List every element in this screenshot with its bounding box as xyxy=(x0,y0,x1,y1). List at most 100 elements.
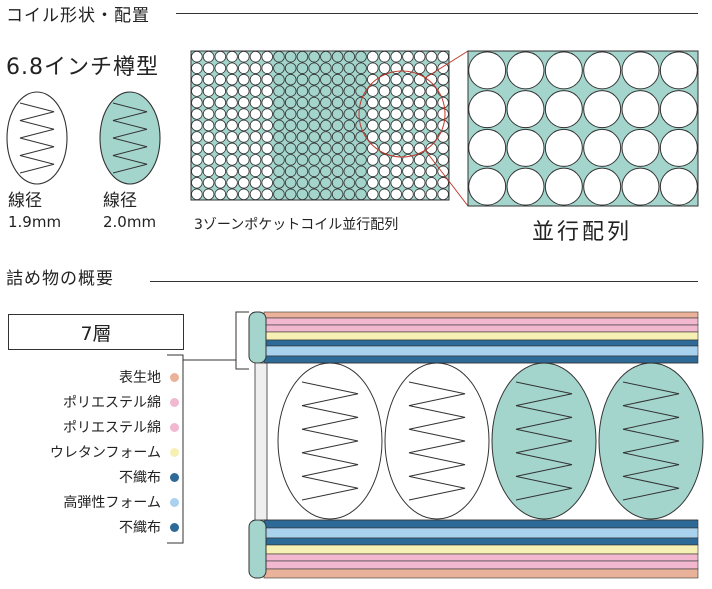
filling-section-title: 詰め物の概要 xyxy=(6,269,114,289)
pocket-coil xyxy=(238,62,250,74)
pocket-coil xyxy=(261,142,273,155)
mattress-cross-section xyxy=(167,311,704,579)
pocket-coil xyxy=(413,73,426,86)
pocket-coil xyxy=(296,188,309,200)
pocket-coil xyxy=(367,96,379,109)
pocket-coil xyxy=(191,131,203,143)
zoom-background xyxy=(468,51,698,206)
legend-label: 不織布 xyxy=(119,520,161,536)
pocket-coil xyxy=(296,177,309,189)
pocket-coil xyxy=(367,131,379,143)
pocket-coil xyxy=(425,188,438,200)
pocket-coil xyxy=(390,131,402,143)
pocket-coil xyxy=(226,177,238,189)
pocket-coil xyxy=(249,85,262,97)
legend-dot xyxy=(170,497,179,507)
pocket-coil xyxy=(202,119,215,132)
pocket-coil xyxy=(367,108,379,120)
pocket-coil xyxy=(296,154,309,166)
pocket-coil xyxy=(214,85,227,97)
pocket-coil xyxy=(331,142,344,155)
pocket-coil xyxy=(355,85,367,97)
core-pocket-coil-3 xyxy=(598,362,704,520)
pocket-coil xyxy=(425,177,438,189)
pocket-coil xyxy=(214,154,227,166)
pocket-coil xyxy=(390,119,402,132)
pocket-coil xyxy=(191,51,203,63)
pocket-coil xyxy=(261,188,273,200)
pocket-coil xyxy=(238,131,250,143)
pocket-coil xyxy=(226,154,238,166)
pocket-coil xyxy=(320,108,332,120)
pocket-coil xyxy=(226,73,238,86)
pocket-coil xyxy=(413,154,426,166)
pocket-coil xyxy=(390,96,402,109)
pocket-coil xyxy=(226,62,238,74)
pocket-coil xyxy=(331,119,344,132)
pocket-coil xyxy=(390,188,402,200)
coil-spring-zigzag xyxy=(19,102,55,174)
pocket-coil xyxy=(331,85,344,97)
pocket-coil xyxy=(355,188,367,200)
bottom-layer-band-4 xyxy=(263,553,699,562)
pocket-coil xyxy=(437,51,449,63)
pocket-coil xyxy=(343,154,356,166)
pocket-coil xyxy=(355,119,367,132)
pocket-coil xyxy=(296,131,309,143)
pocket-coil xyxy=(413,96,426,109)
pocket-coil xyxy=(378,96,391,109)
pocket-coil xyxy=(238,85,250,97)
pocket-coil xyxy=(284,154,297,166)
pocket-coil xyxy=(437,165,449,178)
pocket-coil xyxy=(331,51,344,63)
pocket-coil xyxy=(191,142,203,155)
legend-item-polyester-wadding-1: ポリエステル綿 xyxy=(63,392,179,412)
pocket-coil xyxy=(191,154,203,166)
pocket-coil xyxy=(320,188,332,200)
pocket-coil xyxy=(343,131,356,143)
pocket-coil xyxy=(202,177,215,189)
pocket-coil xyxy=(226,165,238,178)
pocket-coil xyxy=(390,73,402,86)
arrangement-caption: 3ゾーンポケットコイル並行配列 xyxy=(194,217,399,233)
pocket-coil xyxy=(273,73,285,86)
pocket-coil xyxy=(249,62,262,74)
pocket-coil xyxy=(402,85,414,97)
pocket-coil xyxy=(273,188,285,200)
pocket-coil xyxy=(425,165,438,178)
zoom-line-bottom xyxy=(424,149,469,207)
pocket-coil xyxy=(308,131,320,143)
pocket-coil-enlarged xyxy=(583,51,622,90)
pocket-coil xyxy=(284,51,297,63)
pocket-coil xyxy=(284,85,297,97)
core-pocket-coil-1 xyxy=(384,362,490,520)
pocket-coil xyxy=(284,131,297,143)
pocket-coil xyxy=(413,108,426,120)
legend-label: ウレタンフォーム xyxy=(49,445,161,461)
pocket-coil xyxy=(331,131,344,143)
layer-count-label: 7層 xyxy=(80,322,112,345)
pocket-coil xyxy=(343,85,356,97)
pocket-coil xyxy=(296,165,309,178)
pocket-coil xyxy=(367,51,379,63)
pocket-coil xyxy=(367,119,379,132)
top-layer-band-2 xyxy=(263,324,699,333)
layer-count-box: 7層 xyxy=(8,314,184,350)
pocket-coil xyxy=(437,142,449,155)
pocket-coil xyxy=(273,51,285,63)
pocket-coil xyxy=(249,51,262,63)
wire-diameter-value-1: 1.9mm xyxy=(8,213,62,231)
pocket-coil xyxy=(202,108,215,120)
pocket-coil xyxy=(214,73,227,86)
pocket-coil xyxy=(214,108,227,120)
pocket-coil xyxy=(308,108,320,120)
pocket-coil xyxy=(402,119,414,132)
legend-item-urethane-foam: ウレタンフォーム xyxy=(50,442,179,462)
pocket-coil xyxy=(191,62,203,74)
bottom-layer-band-0 xyxy=(263,519,699,529)
pocket-coil xyxy=(437,177,449,189)
pocket-coil xyxy=(191,96,203,109)
pocket-coil xyxy=(378,165,391,178)
pocket-coil xyxy=(413,177,426,189)
